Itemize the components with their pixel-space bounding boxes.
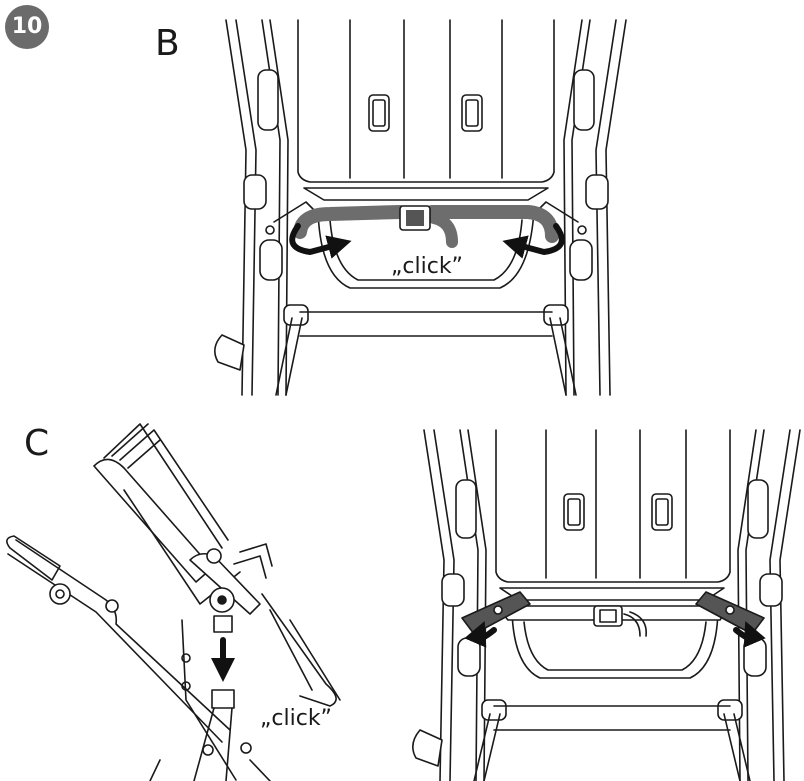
panel-c-chassis (149, 619, 271, 781)
panel-b-right-frame (543, 19, 627, 396)
panel-c-front-seat-back (495, 429, 731, 583)
panel-c-click-text: „click” (258, 706, 334, 731)
panel-b-arrow-left (289, 223, 352, 259)
panel-c-front-buckle (593, 605, 647, 637)
panel-c-front-arrows (464, 620, 766, 648)
panel-c-handlebar (6, 535, 231, 743)
panel-c-side-view (6, 423, 341, 781)
step-number-badge: 10 (5, 5, 49, 49)
panel-c-front-left-frame (412, 429, 507, 781)
panel-b-seat-back (297, 19, 555, 183)
panel-c-arrow-right (733, 620, 766, 648)
panel-b-label: B (155, 23, 180, 64)
panel-b-arrow-right (502, 223, 565, 259)
panel-b-click-text: „click” (389, 254, 465, 279)
panel-b-arrows (289, 223, 565, 259)
panel-c-front-view (412, 429, 801, 781)
panel-b-illustration (214, 19, 627, 396)
panel-c-arrow-left (464, 620, 497, 648)
panel-b-bumper-bar (265, 205, 587, 248)
panel-c-folded-seat (93, 423, 341, 707)
panel-b-left-frame (214, 19, 309, 396)
panel-c-label: C (24, 423, 50, 464)
